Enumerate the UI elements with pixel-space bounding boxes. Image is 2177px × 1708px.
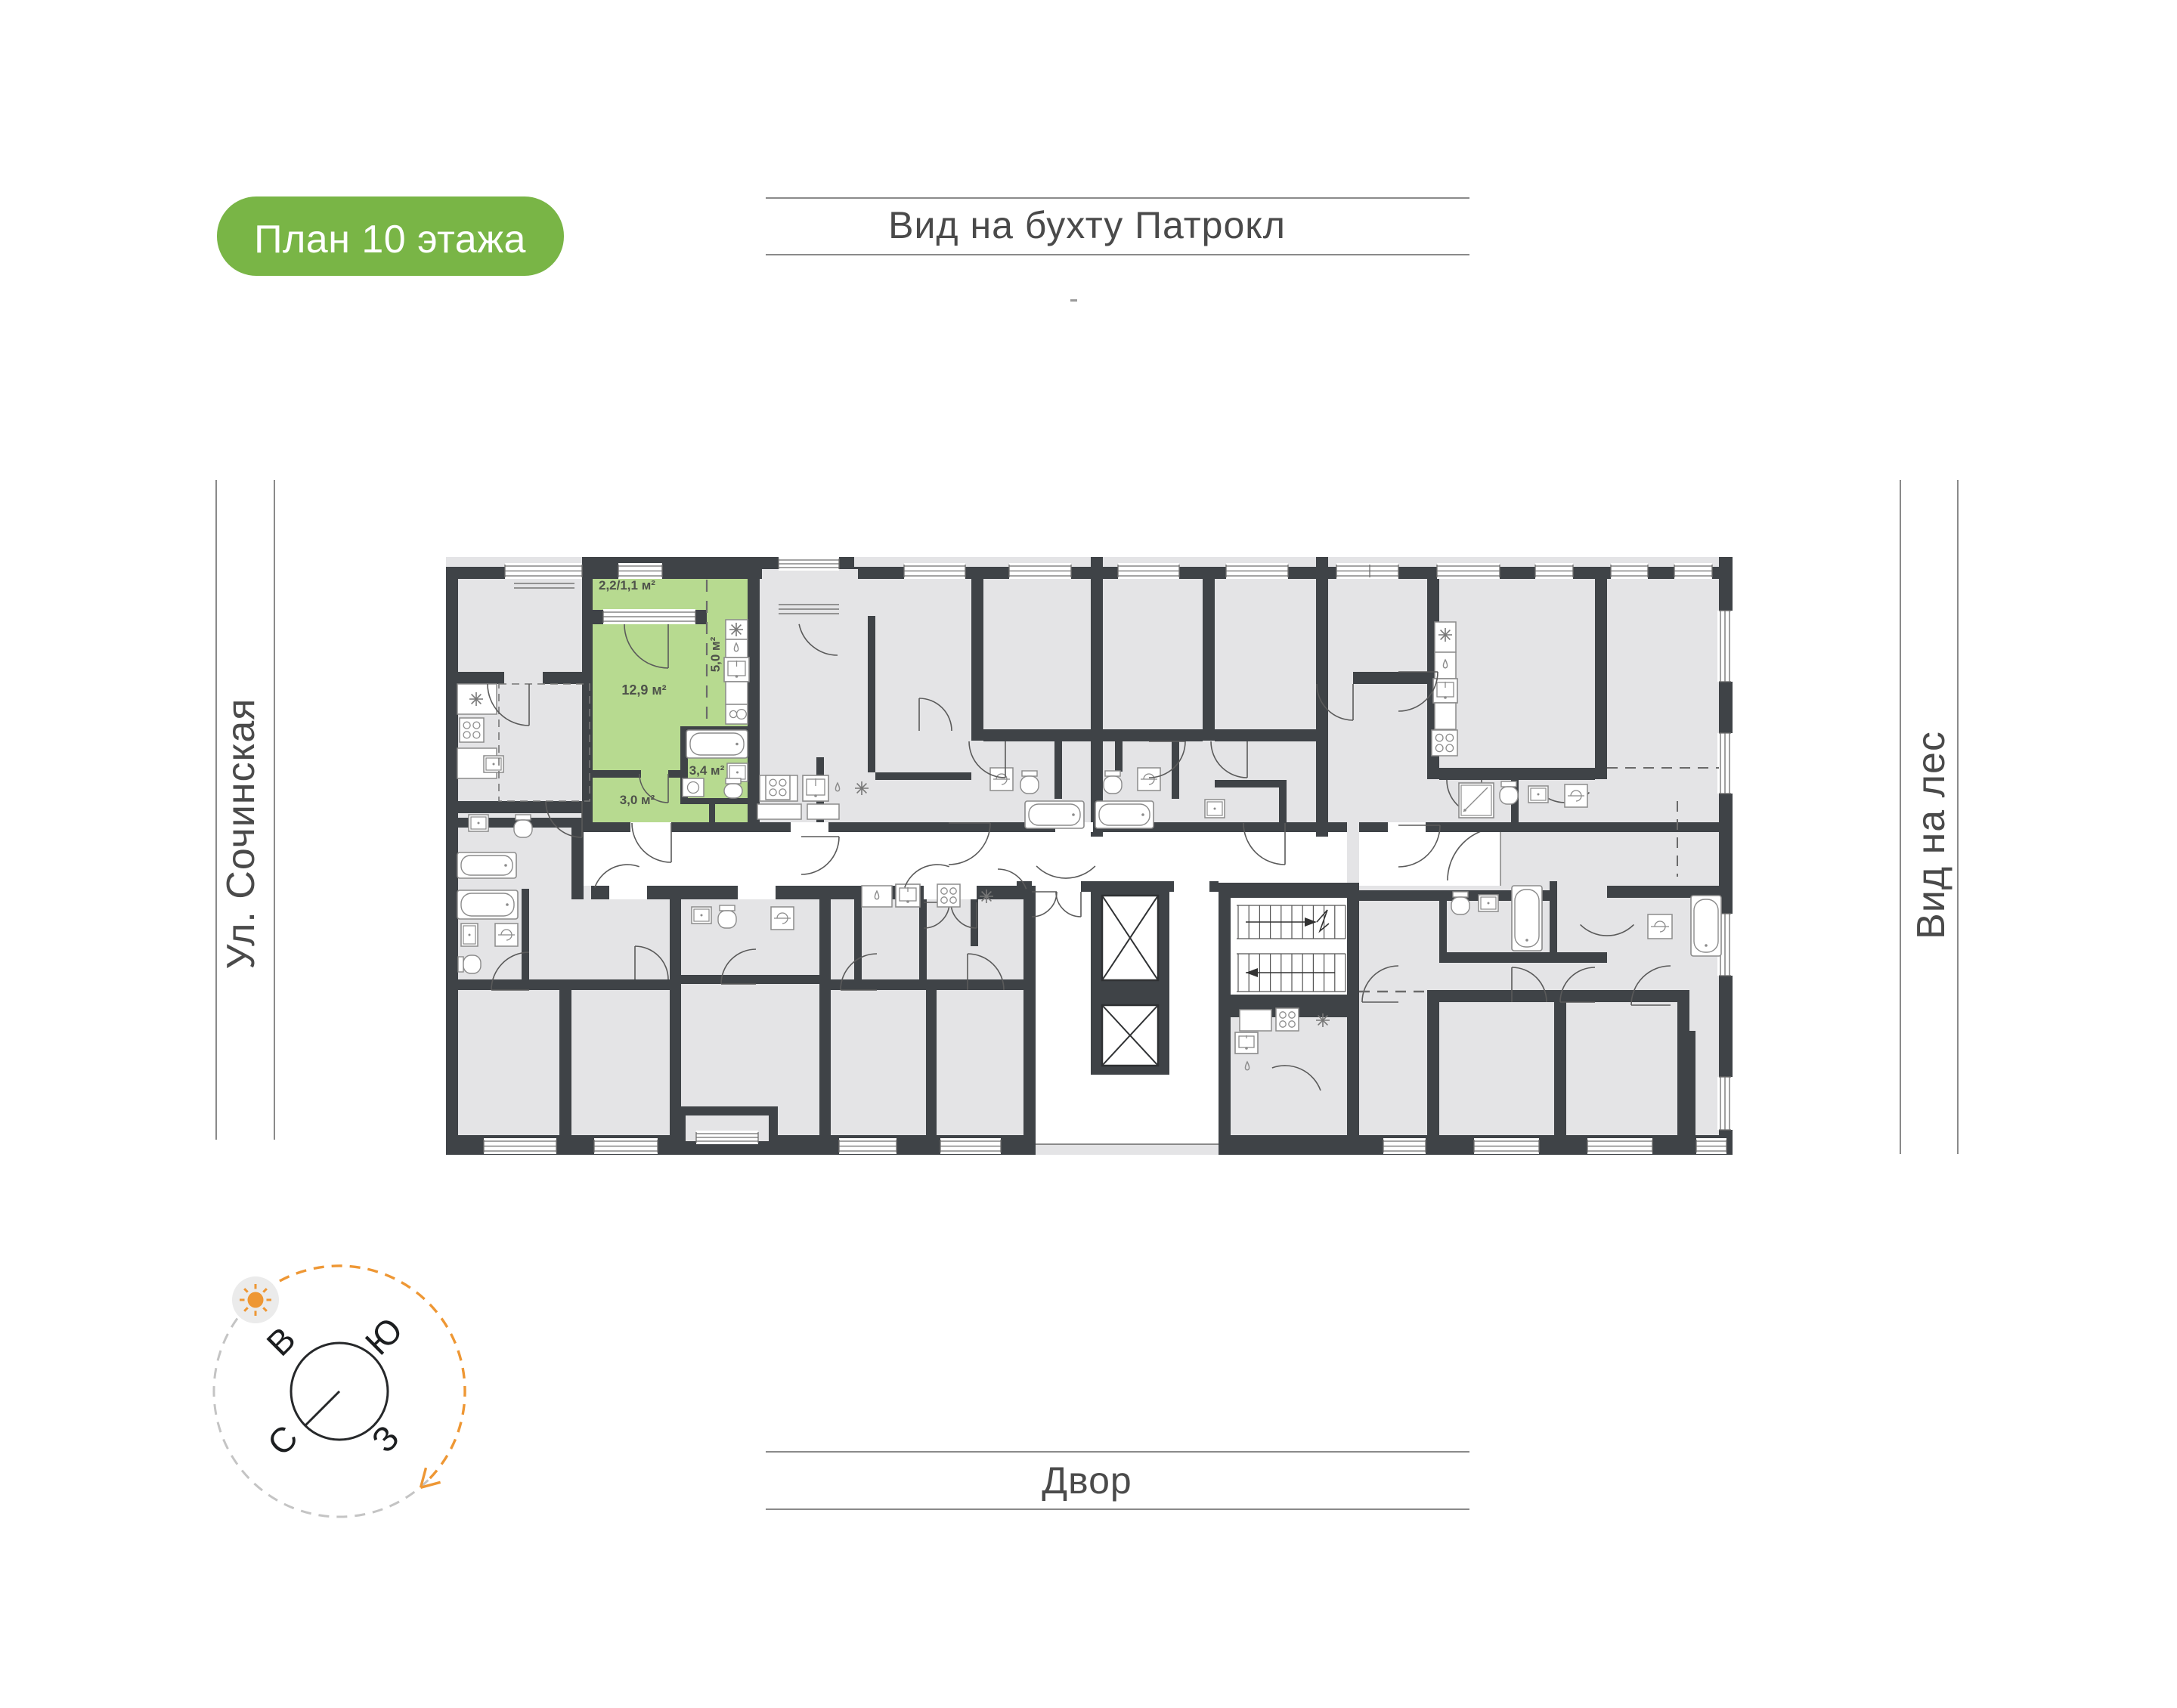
svg-text:12,9 м²: 12,9 м² — [621, 682, 666, 698]
svg-text:2,2/1,1 м²: 2,2/1,1 м² — [599, 578, 655, 593]
svg-text:Вид на лес: Вид на лес — [1909, 731, 1953, 939]
svg-text:Двор: Двор — [1042, 1459, 1132, 1502]
svg-text:3,4 м²: 3,4 м² — [689, 763, 725, 778]
svg-text:5,0 м²: 5,0 м² — [708, 636, 723, 672]
svg-text:Ул. Сочинская: Ул. Сочинская — [219, 698, 263, 970]
svg-text:Вид на бухту Патрокл: Вид на бухту Патрокл — [888, 204, 1286, 246]
svg-text:3,0 м²: 3,0 м² — [620, 793, 655, 807]
svg-text:План 10 этажа: План 10 этажа — [254, 218, 526, 261]
